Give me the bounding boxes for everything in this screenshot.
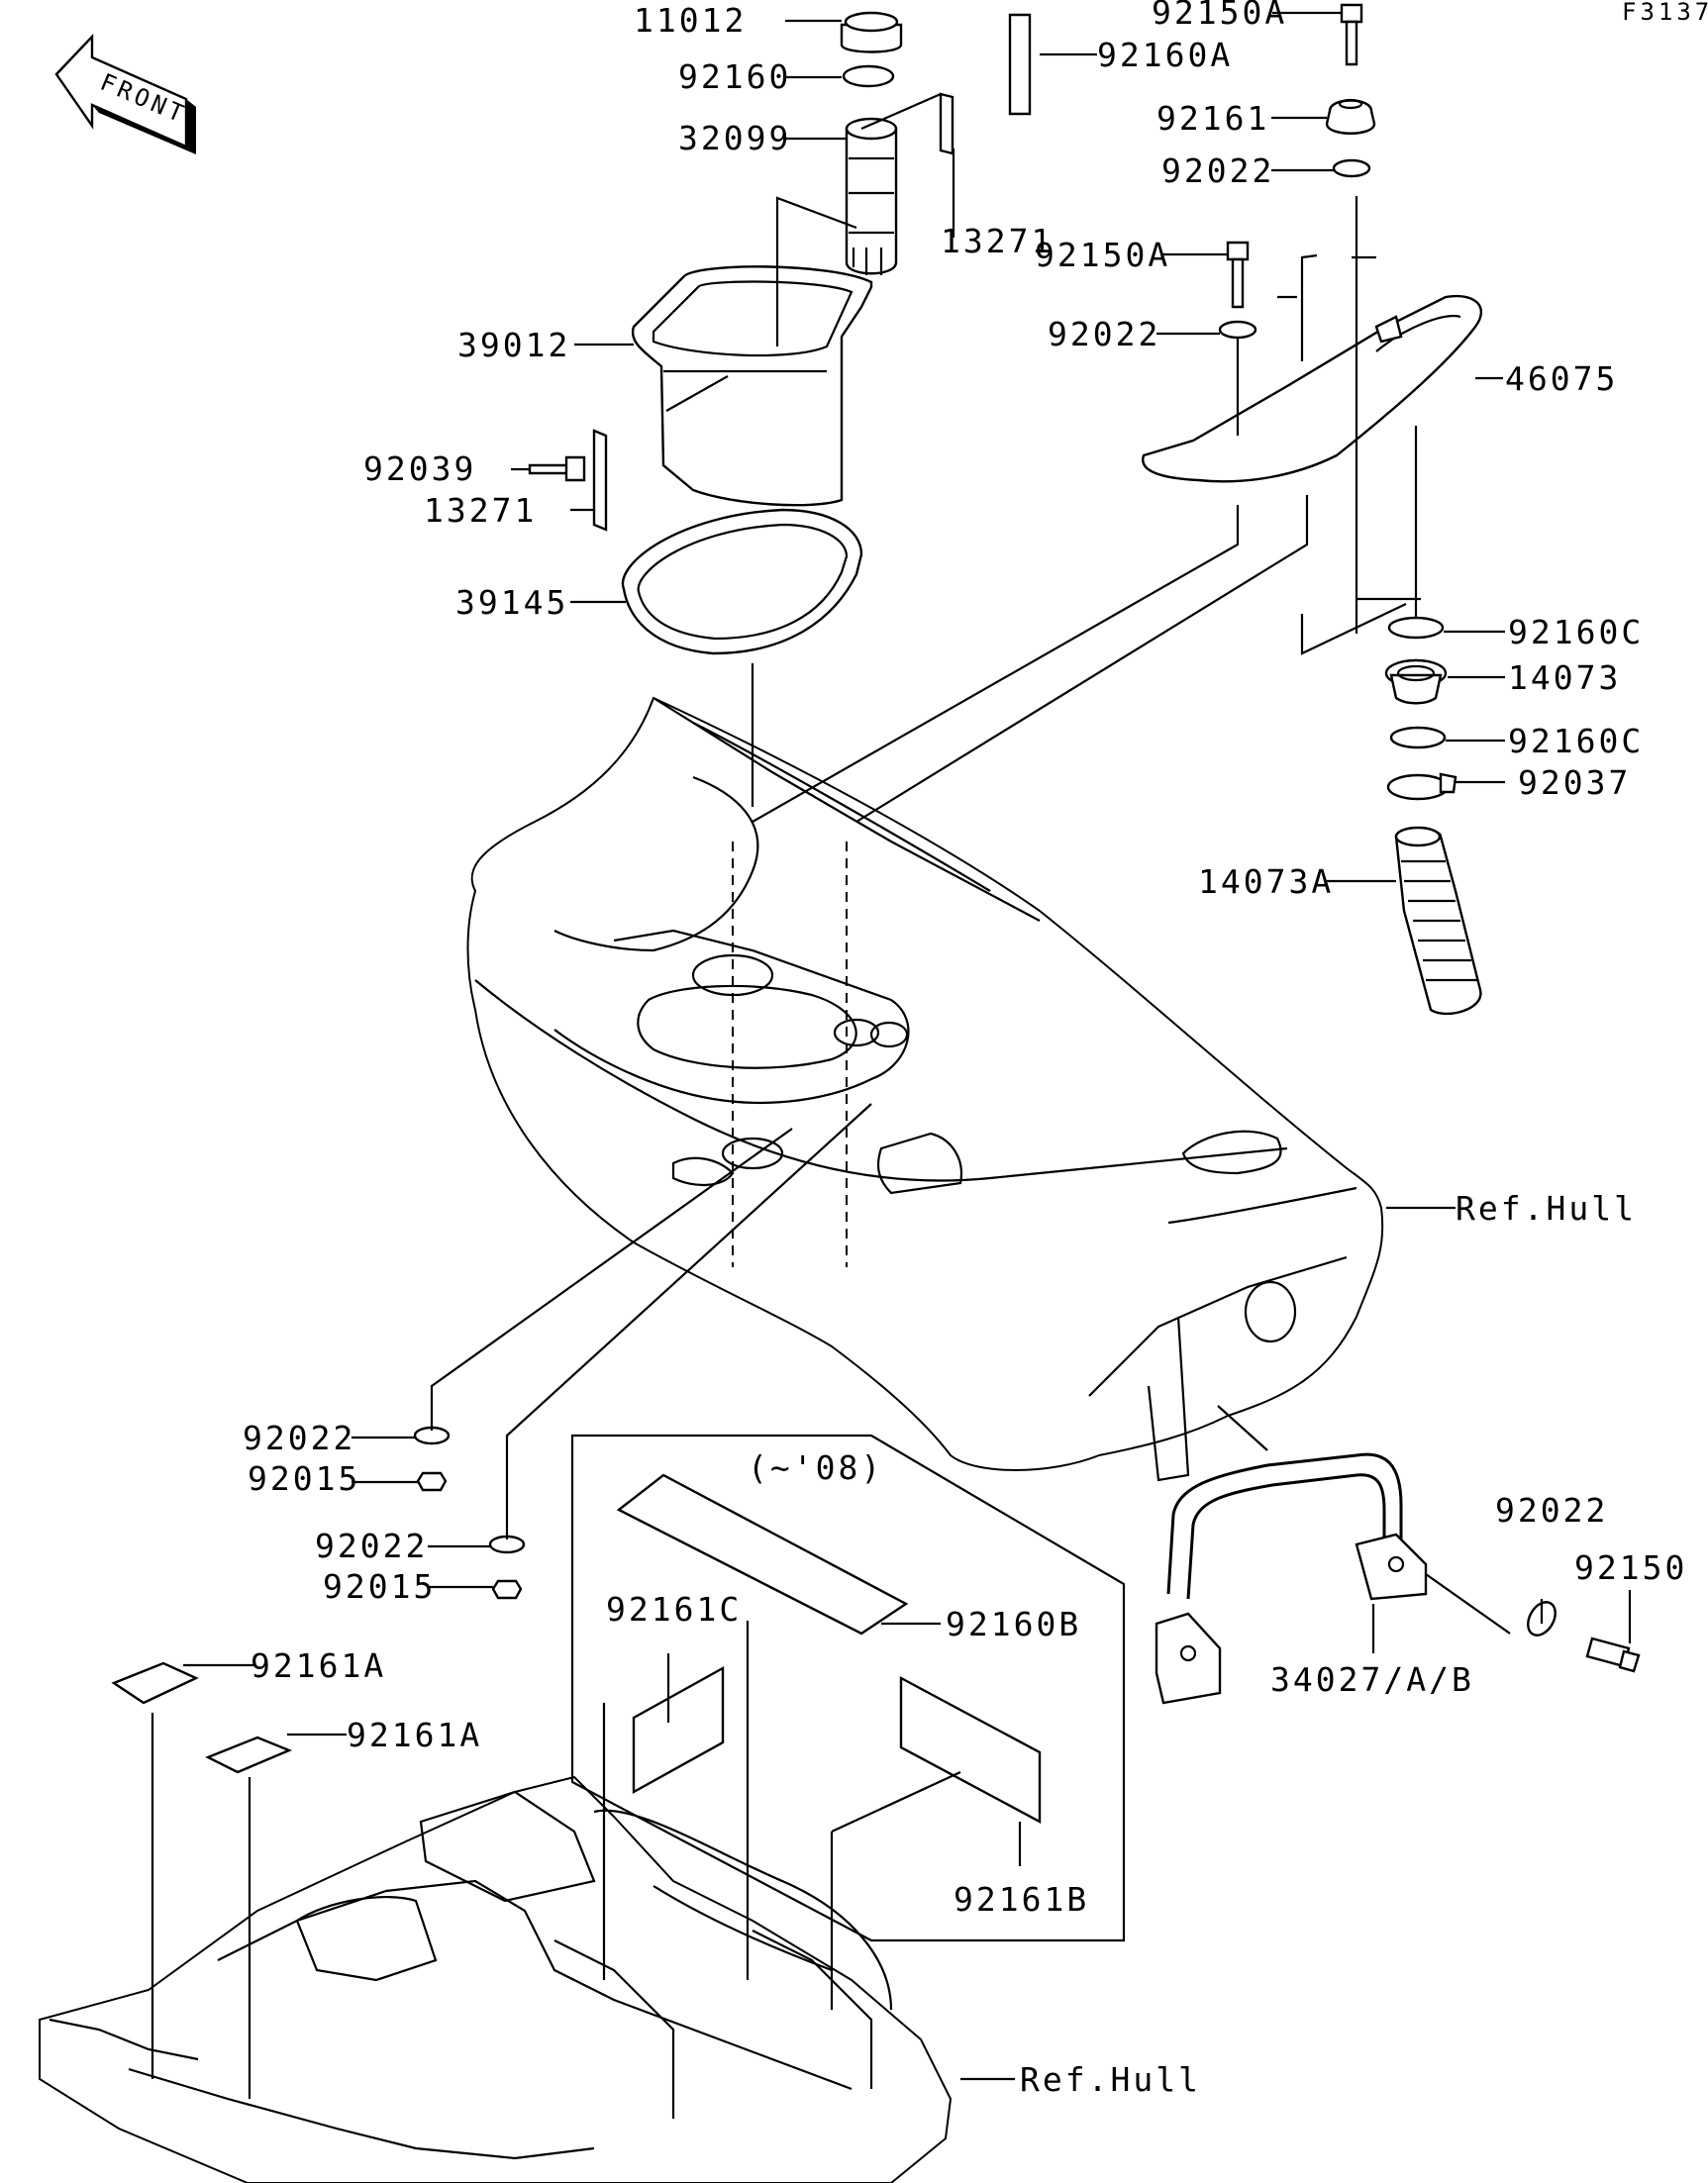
callout-92150A-upper: 92150A	[1152, 0, 1287, 32]
callout-92160: 92160	[678, 57, 791, 96]
part-92150A-bolt-middle	[1226, 241, 1250, 309]
callout-ref-hull-upper: Ref.Hull	[1456, 1189, 1637, 1228]
callout-92022-b: 92022	[1048, 315, 1160, 353]
callout-ref-hull-lower: Ref.Hull	[1020, 2060, 1201, 2099]
callout-92160A: 92160A	[1097, 36, 1233, 74]
callout-92160C-a: 92160C	[1508, 613, 1644, 651]
part-11012-cap	[840, 11, 903, 53]
part-92022-washer-a	[1332, 158, 1371, 178]
callout-92022-d: 92022	[315, 1527, 428, 1565]
date-note: (~'08)	[748, 1448, 883, 1487]
part-92160B-decal	[616, 1473, 909, 1636]
part-92160C-ring-b	[1389, 726, 1447, 749]
part-92037-clamp	[1386, 772, 1457, 801]
upper-hull	[466, 696, 1384, 1482]
figure-code: F3137	[1622, 0, 1708, 26]
callout-92022-a: 92022	[1161, 151, 1274, 190]
part-32099-tube	[845, 117, 898, 275]
callout-13271-lower: 13271	[424, 491, 537, 530]
part-92022-washer-b	[1218, 320, 1257, 340]
part-92161A-decal-a	[111, 1661, 199, 1705]
callout-92022-e: 92022	[1495, 1491, 1608, 1530]
part-92150-bolt	[1585, 1637, 1641, 1673]
part-callouts: 11012 92160 32099 13271 39012 92039 1327…	[243, 0, 1687, 2099]
part-13271-bracket-upper	[939, 92, 954, 155]
part-92150A-bolt-upper	[1340, 3, 1363, 66]
callout-39012: 39012	[457, 326, 570, 364]
part-92161A-decal-b	[205, 1736, 293, 1774]
part-34027-handrail	[1155, 1452, 1428, 1705]
part-92160C-ring-a	[1387, 616, 1445, 640]
leader-lines	[151, 11, 1632, 2099]
callout-92022-c: 92022	[243, 1419, 355, 1457]
callout-92150: 92150	[1574, 1548, 1687, 1587]
part-92161B-decal	[899, 1675, 1042, 1825]
callout-46075: 46075	[1505, 359, 1618, 398]
part-14073-fitting	[1384, 658, 1448, 705]
callout-11012: 11012	[634, 1, 747, 40]
callout-92037: 92037	[1518, 763, 1631, 802]
part-13271-bracket-lower	[592, 429, 608, 532]
part-92015-nut-b	[491, 1579, 523, 1600]
part-92161C-decal	[632, 1665, 725, 1795]
callout-92161C: 92161C	[606, 1590, 742, 1629]
part-92161-grommet	[1325, 98, 1376, 135]
part-39012-box	[631, 265, 873, 507]
callout-92161A-b: 92161A	[347, 1716, 482, 1754]
part-92160-oring	[842, 64, 895, 88]
callout-92150A-middle: 92150A	[1035, 236, 1170, 274]
callout-39145: 39145	[455, 583, 568, 622]
callout-92015-a: 92015	[248, 1459, 360, 1498]
callout-92039: 92039	[363, 449, 476, 488]
callout-34027: 34027/A/B	[1270, 1660, 1474, 1699]
front-arrow-icon: FRONT	[54, 33, 196, 154]
callout-92161A-a: 92161A	[251, 1646, 386, 1685]
lower-hull	[39, 1775, 953, 2183]
callout-14073A: 14073A	[1198, 862, 1334, 901]
part-46075-handle	[1142, 294, 1482, 483]
part-39145-gasket	[621, 508, 863, 655]
part-92015-nut-a	[416, 1471, 448, 1492]
callout-92015-b: 92015	[323, 1567, 436, 1606]
callout-13271-upper: 13271	[941, 222, 1054, 260]
part-92160A-strip	[1008, 13, 1032, 116]
part-14073A-hose	[1394, 826, 1482, 1016]
decal-box	[570, 1434, 1126, 1942]
callout-92161B: 92161B	[954, 1880, 1089, 1919]
callout-32099: 32099	[678, 119, 791, 157]
callout-92161: 92161	[1156, 99, 1269, 138]
part-92039-pin	[528, 455, 586, 482]
callout-14073: 14073	[1508, 658, 1621, 697]
callout-92160B: 92160B	[946, 1605, 1081, 1643]
callout-92160C-b: 92160C	[1508, 722, 1644, 760]
